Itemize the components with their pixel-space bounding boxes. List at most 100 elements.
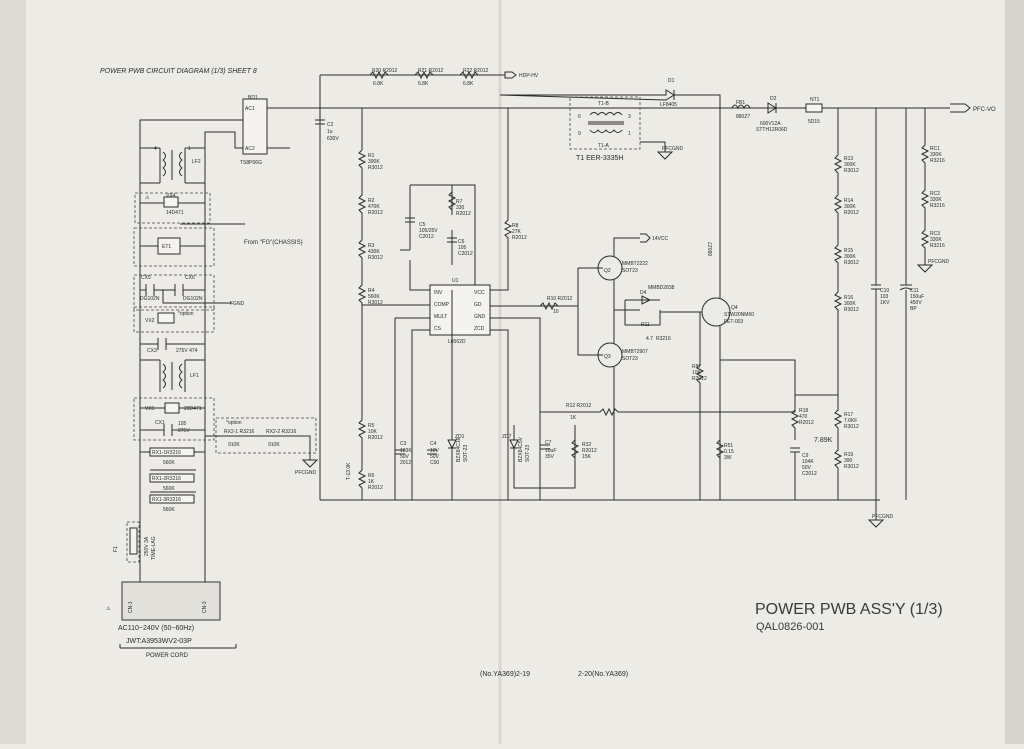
rx1-2-val: 560K <box>163 486 175 492</box>
hdp-hv-label: HDP-HV <box>519 73 539 79</box>
r18-val: 470 <box>799 414 808 420</box>
r21-ref: R21 R2012 <box>418 68 444 74</box>
c2-val: 1u <box>327 129 333 135</box>
fuse-area <box>126 521 140 563</box>
t1-pfcgnd: PFCGND <box>662 146 684 152</box>
cx1-wires <box>140 407 205 436</box>
lf2-pin1: 1 <box>188 146 191 152</box>
r17-ref: R17 <box>844 412 853 418</box>
vx4-area <box>134 192 211 224</box>
r8-pkg: R2012 <box>512 235 527 241</box>
c6-ref: C6 <box>458 239 465 245</box>
q4-part: STW20NM60 <box>724 312 754 318</box>
r15-ref: R15 <box>844 248 853 254</box>
cx3-val: 275V 474 <box>176 348 198 354</box>
r14-val: 300K <box>844 204 856 210</box>
c7-v: 35V <box>545 454 555 460</box>
pfc-vo-arrow <box>950 103 971 113</box>
d1-ref: D1 <box>668 78 675 84</box>
vx4-varistor <box>163 196 179 208</box>
rc1-ref: RC1 <box>930 146 940 152</box>
f1-type: TIME-LAG <box>151 536 157 560</box>
r11-ref: R11 <box>641 322 650 328</box>
r7-ref: R7 <box>456 199 463 205</box>
cx5-val: DG102N <box>140 296 160 302</box>
fg-chassis-label: From "FG"(CHASSIS) <box>244 240 303 246</box>
lf2-label: LF2 <box>192 159 201 165</box>
r8-val: 27K <box>512 229 522 235</box>
conn-warn: ⚠ <box>106 606 111 612</box>
r13-val: 300K <box>844 162 856 168</box>
c4-v: 50V <box>430 454 440 460</box>
cx1-v: 275V <box>178 428 190 434</box>
fb1-val: 880Z7 <box>736 114 750 120</box>
lf2-coil <box>162 151 183 177</box>
fb1-bead <box>731 104 751 110</box>
rc3-ref: RC3 <box>930 231 940 237</box>
r4-ref: R4 <box>368 288 375 294</box>
cn-1: CN-1 <box>128 601 134 613</box>
t13-label: T-13.0K <box>346 462 352 480</box>
rc-ladder <box>920 108 930 265</box>
r6-ref: R6 <box>368 473 375 479</box>
u1-ref: U1 <box>452 278 459 284</box>
v14-label: 14VCC <box>652 236 669 242</box>
rx2-1-ref: RX2-1 R3216 <box>224 429 255 435</box>
u1-pin-gnd: GND <box>474 314 486 320</box>
t1-windings <box>588 112 624 133</box>
c4-val: 10V <box>430 448 440 454</box>
c7-ref: C7 <box>545 440 552 446</box>
cx1-ref: CX1 <box>155 420 165 426</box>
t1-pin9: 9 <box>578 131 581 137</box>
t1-a: T1-A <box>598 143 610 149</box>
r21-val: 6.8K <box>418 81 429 87</box>
c5-c6-symbols <box>405 217 457 243</box>
t1-pin3: 3 <box>628 114 631 120</box>
option-wire <box>205 435 311 460</box>
r1-r6-ladder <box>357 108 367 500</box>
c11-pkg: BP <box>910 306 917 312</box>
cx3-wires <box>140 338 205 350</box>
vx4-ref: VX4 <box>166 193 176 199</box>
fb2-val: 880Z7 <box>708 242 714 256</box>
r51-zigzag <box>715 439 725 459</box>
rx1-2 <box>149 473 195 483</box>
r20-val: 6.8K <box>373 81 384 87</box>
r14-ref: R14 <box>844 198 853 204</box>
nt1-ref: NT1 <box>810 97 820 103</box>
r19-ref: R19 <box>844 452 853 458</box>
rx2-2-val: 910K <box>268 442 280 448</box>
f1-val: 250V 3A <box>144 536 150 556</box>
lf2-wires <box>140 147 205 184</box>
u1-pin-inv: INV <box>434 290 443 296</box>
r51-ref: R51 <box>724 443 733 449</box>
bd1-part: TS8P06G <box>240 160 262 166</box>
zd7-val: BZX84C5V <box>518 436 524 462</box>
r1-pkg: R3012 <box>368 165 383 171</box>
r8-ref: R8 <box>512 223 519 229</box>
vx1-varistor <box>164 402 180 414</box>
d1-val: LF8405 <box>660 102 677 108</box>
et1-wires <box>140 223 245 247</box>
zd7-pkg: SOT-23 <box>525 445 531 462</box>
rx1-2-ref: RX1-2R3216 <box>152 476 181 482</box>
c3-ref: C3 <box>400 441 407 447</box>
t1-gnd <box>640 141 674 160</box>
r1-ref: R1 <box>368 153 375 159</box>
rx1-3 <box>149 494 195 504</box>
u1-pin-zcd: ZCD <box>474 326 485 332</box>
c2-ref: C2 <box>327 122 334 128</box>
vx2-area <box>133 306 215 333</box>
rc3-val: 330K <box>930 237 942 243</box>
mains-rails <box>139 148 206 590</box>
r4-pkg: R3012 <box>368 300 383 306</box>
r5-val: 10K <box>368 429 378 435</box>
d4-part: MMBD2838 <box>648 285 675 291</box>
c9-ref: C9 <box>802 453 809 459</box>
c3-c4-symbols <box>395 449 437 455</box>
page-number-right: 2-20(No.YA369) <box>578 671 628 678</box>
nt1-val: 5D15 <box>808 119 820 125</box>
d1-diode <box>499 89 721 108</box>
zd7-ref: ZD7 <box>502 434 512 440</box>
rx2-1-val: 910K <box>228 442 240 448</box>
